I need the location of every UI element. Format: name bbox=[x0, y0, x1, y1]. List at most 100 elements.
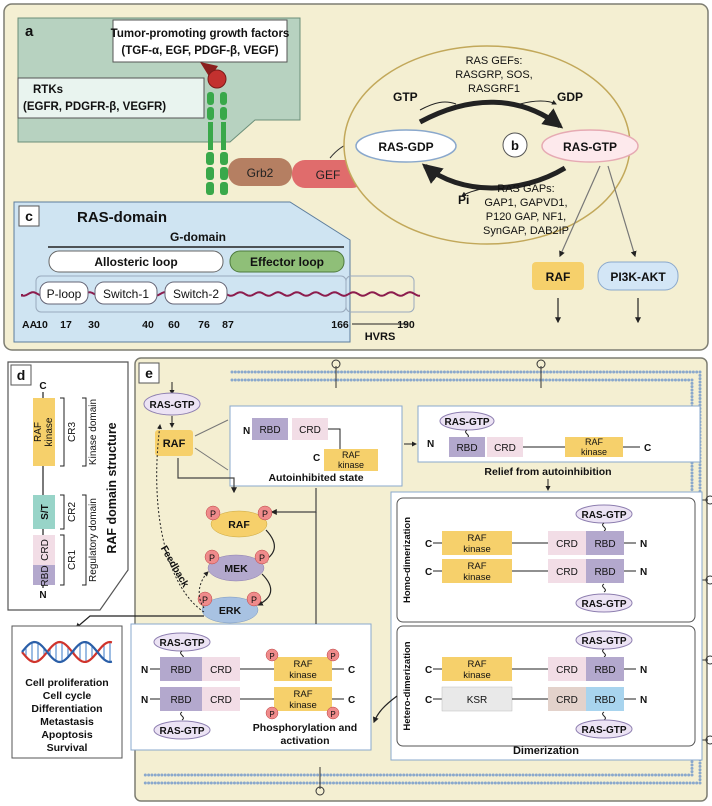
outcome-3: Metastasis bbox=[40, 716, 94, 728]
membrane-bead bbox=[683, 773, 687, 777]
membrane-bead bbox=[176, 773, 180, 777]
membrane-bead bbox=[677, 773, 681, 777]
membrane-bead bbox=[612, 370, 616, 374]
membrane-bead bbox=[236, 781, 240, 785]
activation-row1-kinase bbox=[274, 657, 332, 681]
membrane-bead bbox=[203, 781, 207, 785]
membrane-bead bbox=[564, 378, 568, 382]
membrane-bead bbox=[652, 370, 656, 374]
membrane-bead bbox=[406, 370, 410, 374]
membrane-bead bbox=[230, 378, 234, 382]
panel-d-marker bbox=[10, 364, 32, 386]
membrane-bead bbox=[515, 370, 519, 374]
membrane-bead bbox=[501, 378, 505, 382]
membrane-bead bbox=[571, 378, 575, 382]
homo-row1-crd-label: CRD bbox=[556, 539, 578, 550]
membrane-bead bbox=[325, 781, 329, 785]
membrane-bead bbox=[403, 370, 407, 374]
raf-to-autoinhibited-line-2 bbox=[194, 447, 229, 471]
activation-caption-line-1: Phosphorylation and bbox=[253, 722, 357, 734]
membrane-bead bbox=[624, 378, 628, 382]
membrane-bead bbox=[153, 781, 157, 785]
membrane-bead bbox=[434, 781, 438, 785]
hetero-row1-kinase-1: RAF bbox=[468, 659, 487, 670]
membrane-bead bbox=[416, 370, 420, 374]
membrane-bead bbox=[690, 378, 694, 382]
membrane-bead bbox=[586, 781, 590, 785]
pi-label: Pi bbox=[458, 193, 469, 207]
membrane-bead bbox=[662, 781, 666, 785]
erk-phospho-left bbox=[197, 591, 213, 607]
autoinhibited-kinase-line-2: kinase bbox=[338, 460, 364, 470]
membrane-bead bbox=[330, 370, 334, 374]
membrane-bead bbox=[339, 378, 343, 382]
membrane-bead bbox=[421, 781, 425, 785]
membrane-bead bbox=[450, 781, 454, 785]
activation-row1-n: N bbox=[141, 665, 148, 676]
membrane-bead bbox=[266, 773, 270, 777]
membrane-bead bbox=[615, 370, 619, 374]
membrane-bead bbox=[273, 370, 277, 374]
membrane-bead bbox=[568, 378, 572, 382]
membrane-bead bbox=[489, 370, 493, 374]
membrane-bead bbox=[505, 378, 509, 382]
membrane-bead bbox=[329, 378, 333, 382]
cascade-erk bbox=[201, 596, 259, 624]
membrane-bead bbox=[495, 773, 499, 777]
homo-row2-n: N bbox=[640, 567, 647, 578]
raf-start-label: RAF bbox=[163, 438, 186, 450]
membrane-bead bbox=[298, 781, 302, 785]
dna-icon bbox=[21, 640, 113, 664]
panel-e-marker bbox=[138, 362, 160, 384]
membrane-bead bbox=[605, 370, 609, 374]
membrane-bead bbox=[313, 370, 317, 374]
membrane-bead bbox=[665, 781, 669, 785]
membrane-bead bbox=[628, 370, 632, 374]
membrane-bead bbox=[654, 378, 658, 382]
membrane-bead bbox=[219, 781, 223, 785]
membrane-bead bbox=[690, 398, 694, 402]
membrane-bead bbox=[685, 370, 689, 374]
effector-loop-label: Effector loop bbox=[250, 255, 324, 269]
membrane-bead bbox=[632, 781, 636, 785]
autoinhibited-crd bbox=[292, 418, 328, 440]
membrane-bead bbox=[296, 773, 300, 777]
membrane-bead bbox=[435, 378, 439, 382]
membrane-bead bbox=[566, 781, 570, 785]
ras-gtp-start bbox=[143, 392, 201, 416]
homo-row2-crd bbox=[548, 559, 586, 583]
rtks-list: (EGFR, PDGFR-β, VEGFR) bbox=[23, 101, 166, 113]
membrane-bead bbox=[369, 773, 373, 777]
homo-row1-n: N bbox=[640, 539, 647, 550]
membrane-bead bbox=[670, 378, 674, 382]
membrane-bead bbox=[640, 773, 644, 777]
membrane-bead bbox=[236, 773, 240, 777]
membrane-bead bbox=[442, 773, 446, 777]
membrane-bead bbox=[563, 781, 567, 785]
membrane-bead bbox=[496, 370, 500, 374]
membrane-bead bbox=[579, 370, 583, 374]
membrane-bead bbox=[389, 378, 393, 382]
membrane-bead bbox=[373, 370, 377, 374]
membrane-bead bbox=[504, 773, 508, 777]
membrane-bead bbox=[395, 773, 399, 777]
membrane-bead bbox=[260, 370, 264, 374]
aa-number: 17 bbox=[60, 319, 72, 331]
membrane-bead bbox=[508, 378, 512, 382]
receptor-tyrosine-kinase-icon bbox=[206, 92, 228, 195]
gtp-in-arrow bbox=[419, 101, 457, 111]
membrane-bead bbox=[401, 781, 405, 785]
membrane-bead bbox=[635, 781, 639, 785]
membrane-bead bbox=[464, 781, 468, 785]
raf-kinase-line-2: kinase bbox=[44, 417, 55, 446]
membrane-bead bbox=[630, 378, 634, 382]
ras-gtp-node bbox=[541, 129, 639, 163]
membrane-bead bbox=[411, 781, 415, 785]
membrane-bead bbox=[365, 773, 369, 777]
activation-row1-rbd bbox=[160, 657, 202, 681]
relief-kinase-line-1: RAF bbox=[585, 437, 604, 447]
membrane-bead bbox=[526, 781, 530, 785]
membrane-bead bbox=[425, 773, 429, 777]
membrane-bead bbox=[229, 773, 233, 777]
